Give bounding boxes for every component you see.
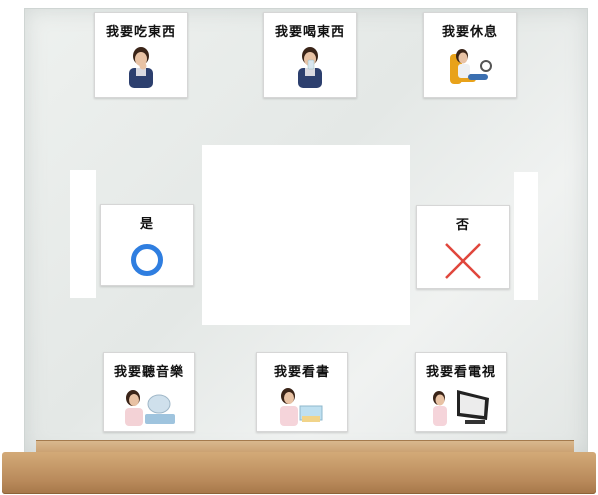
- card-book-label: 我要看書: [273, 365, 330, 380]
- girl-watching-tv-photo: [429, 386, 493, 432]
- card-yes[interactable]: 是: [100, 204, 194, 286]
- card-no[interactable]: 否: [416, 205, 510, 289]
- card-tv[interactable]: 我要看電視: [415, 352, 507, 432]
- card-rest[interactable]: 我要休息: [423, 12, 517, 98]
- right-slot-cutout: [514, 172, 538, 300]
- girl-resting-photo: [444, 46, 496, 94]
- cross-icon: [443, 241, 483, 285]
- left-slot-cutout: [70, 170, 96, 298]
- girl-eating-photo: [121, 46, 161, 92]
- card-book[interactable]: 我要看書: [256, 352, 348, 432]
- card-drink[interactable]: 我要喝東西: [263, 12, 357, 98]
- card-no-label: 否: [455, 218, 470, 233]
- girl-listening-music-photo: [119, 386, 179, 432]
- circle-icon: [131, 244, 163, 276]
- wooden-base: [2, 452, 596, 494]
- card-rest-label: 我要休息: [441, 25, 498, 40]
- card-music-label: 我要聽音樂: [113, 365, 184, 380]
- card-yes-label: 是: [139, 217, 154, 232]
- card-eat-label: 我要吃東西: [105, 25, 176, 40]
- girl-drinking-photo: [290, 46, 330, 92]
- center-window-cutout: [202, 145, 410, 325]
- card-music[interactable]: 我要聽音樂: [103, 352, 195, 432]
- card-drink-label: 我要喝東西: [274, 25, 345, 40]
- girl-reading-photo: [272, 386, 332, 432]
- card-tv-label: 我要看電視: [425, 365, 496, 380]
- card-eat[interactable]: 我要吃東西: [94, 12, 188, 98]
